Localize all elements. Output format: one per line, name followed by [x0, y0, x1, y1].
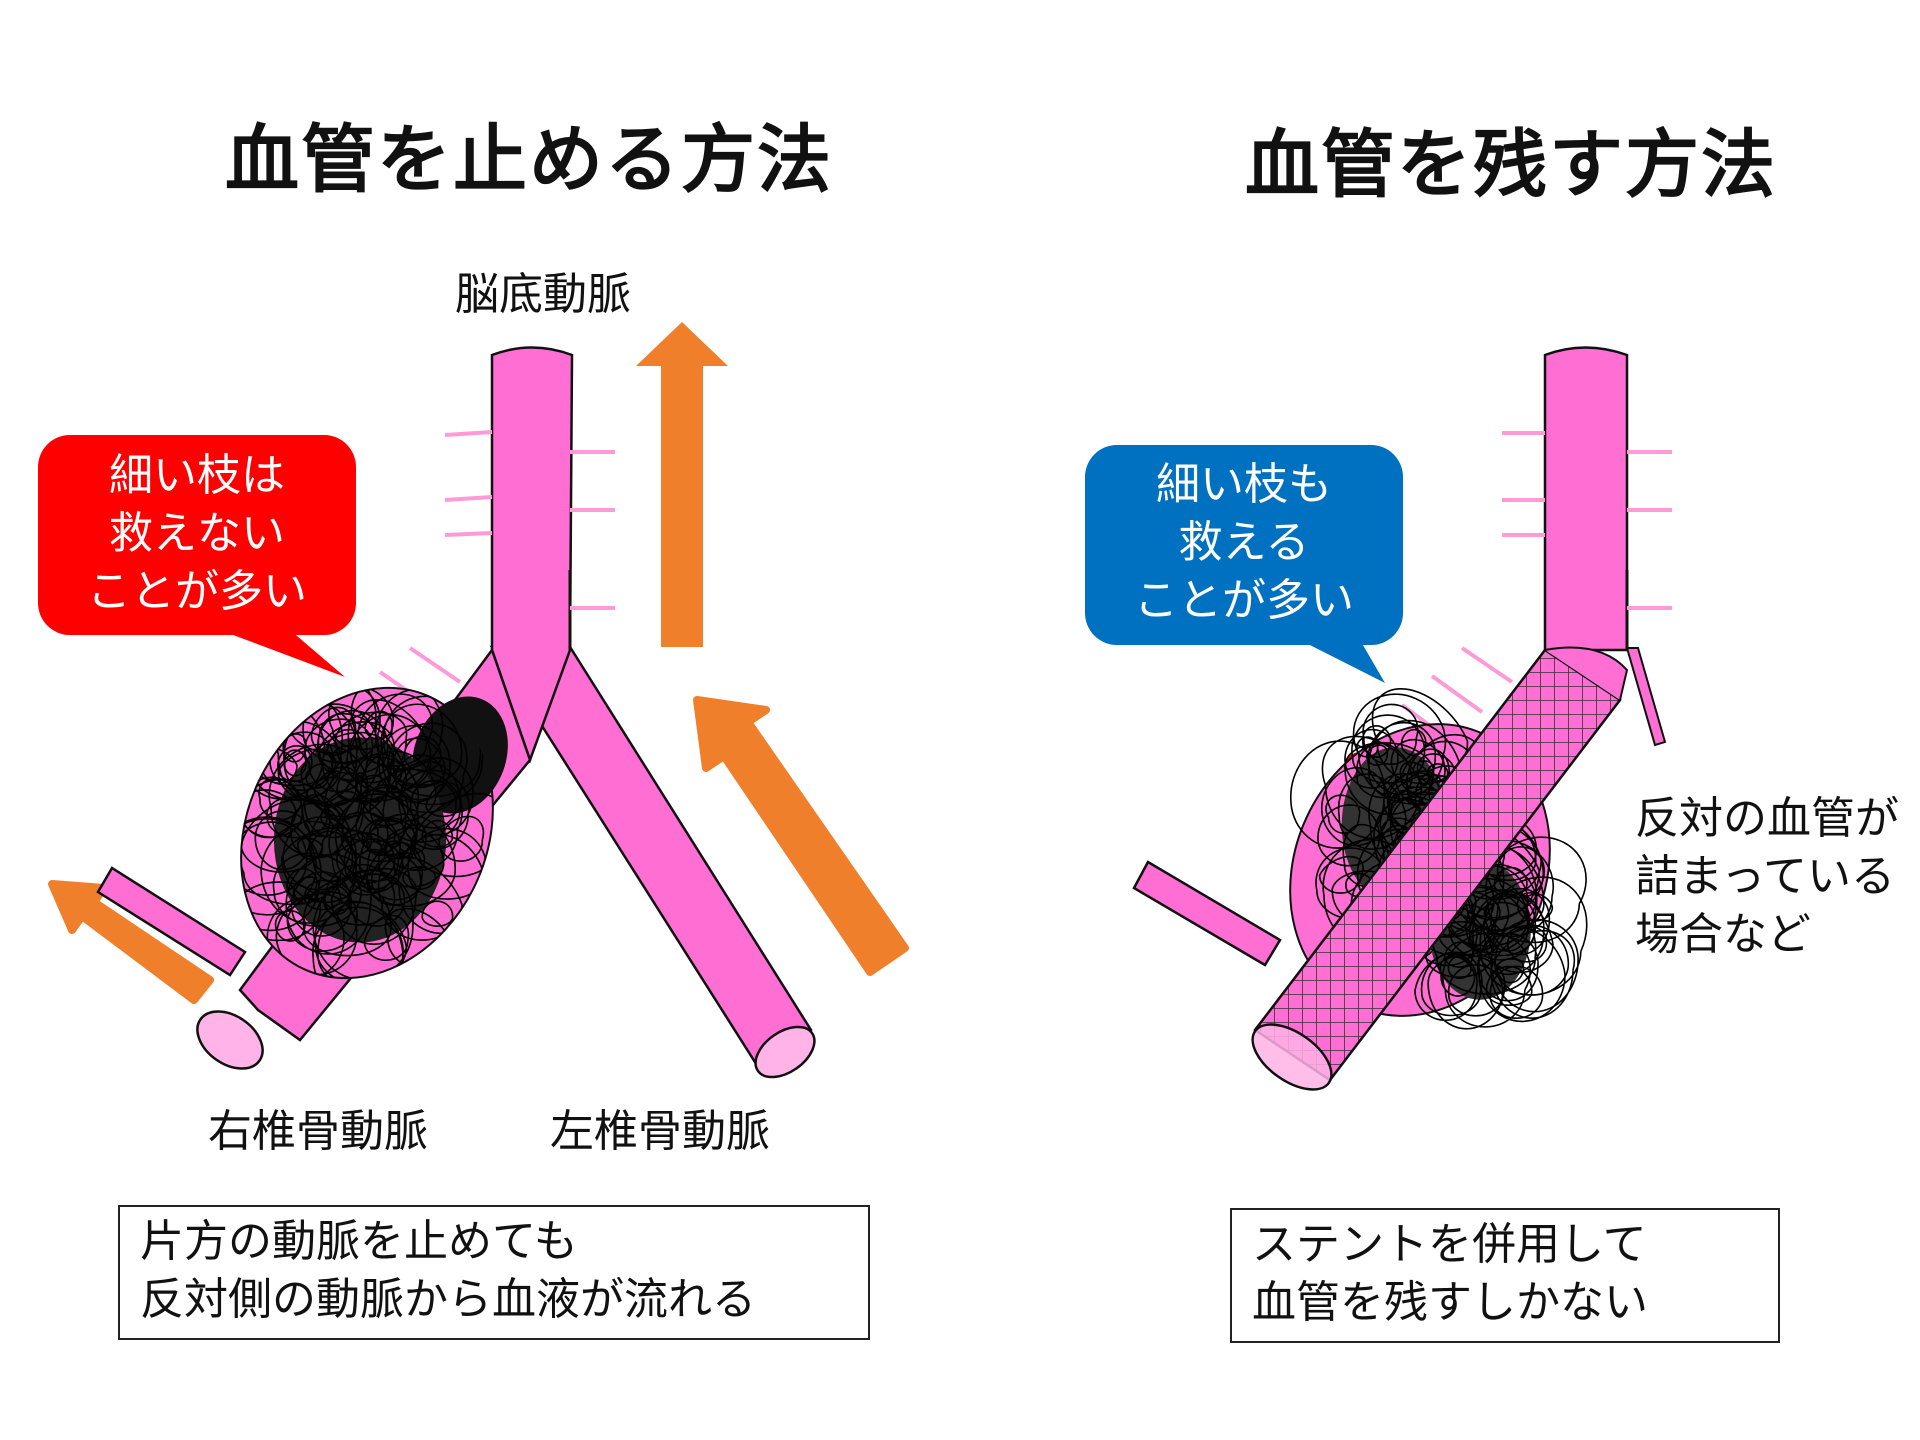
- flow-arrow-left-vertebral: [693, 696, 909, 976]
- blue-bubble-line: 救える: [1178, 517, 1310, 568]
- left-diagram: [38, 322, 909, 1079]
- red-speech-bubble: [38, 435, 356, 677]
- right-note-line: ステントを併用して: [1252, 1219, 1647, 1270]
- red-bubble-line: ことが多い: [87, 566, 307, 617]
- blue-speech-bubble: [1085, 445, 1403, 683]
- left-title: 血管を止める方法: [225, 117, 833, 203]
- side-note-line: 場合など: [1635, 909, 1811, 960]
- right-vertebral-label: 右椎骨動脈: [208, 1106, 428, 1157]
- side-note-line: 反対の血管が: [1635, 793, 1899, 844]
- left-vertebral-label: 左椎骨動脈: [550, 1106, 770, 1157]
- blue-bubble-line: ことが多い: [1134, 575, 1354, 626]
- right-note-line: 血管を残すしかない: [1252, 1277, 1648, 1328]
- right-diagram: [1085, 346, 1672, 1091]
- blue-bubble-text: 細い枝も 救える ことが多い: [1087, 456, 1401, 630]
- right-vertebral-artery-stub: [1132, 860, 1282, 967]
- side-note-line: 詰まっている: [1635, 851, 1896, 902]
- basilar-artery-label: 脳底動脈: [455, 269, 631, 320]
- flow-arrow-up: [636, 322, 728, 647]
- blue-bubble-line: 細い枝も: [1156, 459, 1332, 510]
- red-bubble-line: 救えない: [109, 508, 285, 559]
- red-bubble-text: 細い枝は 救えない ことが多い: [40, 447, 354, 621]
- right-title: 血管を残す方法: [1245, 122, 1777, 208]
- flow-arrow-right-vertebral: [48, 880, 214, 1004]
- right-note-box: ステントを併用して 血管を残すしかない: [1230, 1208, 1780, 1343]
- left-note-box: 片方の動脈を止めても 反対側の動脈から血液が流れる: [118, 1205, 870, 1340]
- aneurysm-coiled: [216, 670, 508, 1009]
- stent: [1251, 646, 1629, 1091]
- side-note: 反対の血管が 詰まっている 場合など: [1635, 790, 1899, 964]
- red-bubble-line: 細い枝は: [109, 450, 285, 501]
- left-note-line: 片方の動脈を止めても: [140, 1216, 578, 1267]
- left-note-line: 反対側の動脈から血液が流れる: [140, 1274, 756, 1325]
